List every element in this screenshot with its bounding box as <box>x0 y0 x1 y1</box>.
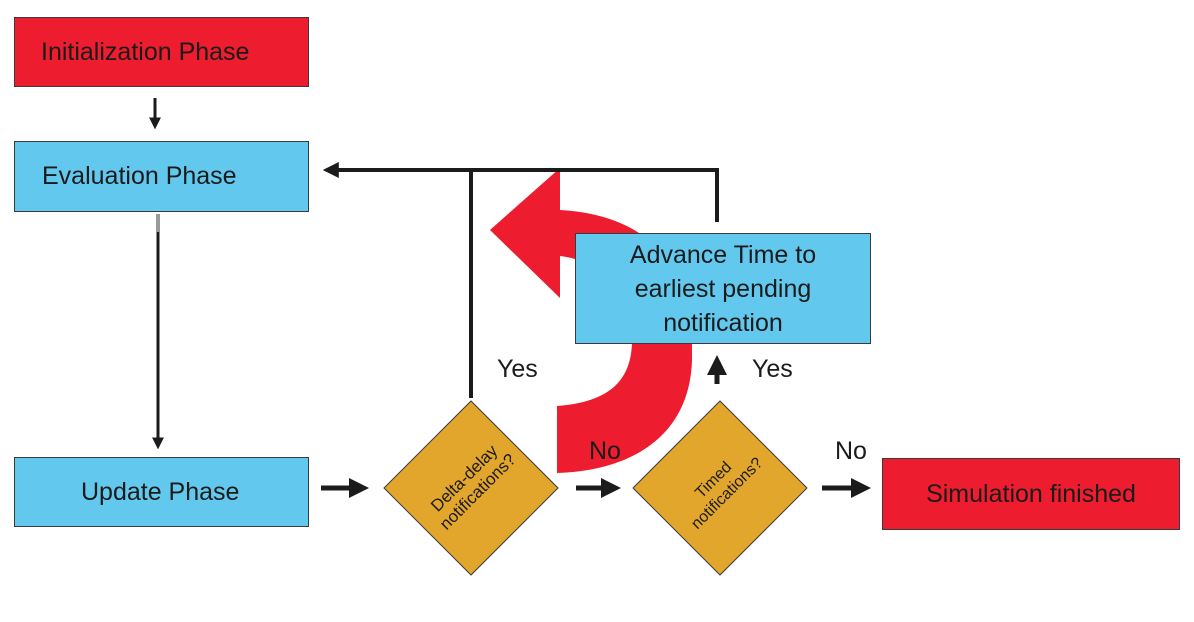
advance-time-line-1: Advance Time to <box>629 240 817 269</box>
delta-delay-decision-diamond <box>383 400 559 576</box>
advance-time-text: Advance Time to earliest pending notific… <box>630 238 816 340</box>
line-advance-to-eval <box>322 162 719 222</box>
evaluation-phase-node: Evaluation Phase <box>14 141 309 212</box>
advance-time-node: Advance Time to earliest pending notific… <box>575 233 871 344</box>
initialization-phase-node: Initialization Phase <box>14 17 309 87</box>
update-phase-label: Update Phase <box>81 477 240 506</box>
advance-time-line-2: earliest pending <box>634 274 812 303</box>
simulation-finished-label: Simulation finished <box>926 479 1136 508</box>
evaluation-phase-label: Evaluation Phase <box>42 162 237 190</box>
simulation-finished-node: Simulation finished <box>882 458 1180 530</box>
timed-yes-label: Yes <box>752 355 793 383</box>
timed-decision-diamond <box>632 400 808 576</box>
timed-no-label: No <box>835 437 867 465</box>
initialization-phase-label: Initialization Phase <box>41 37 250 66</box>
delta-yes-label: Yes <box>497 355 538 383</box>
advance-time-line-3: notification <box>663 308 783 337</box>
update-phase-node: Update Phase <box>14 457 309 527</box>
delta-no-label: No <box>589 437 621 465</box>
